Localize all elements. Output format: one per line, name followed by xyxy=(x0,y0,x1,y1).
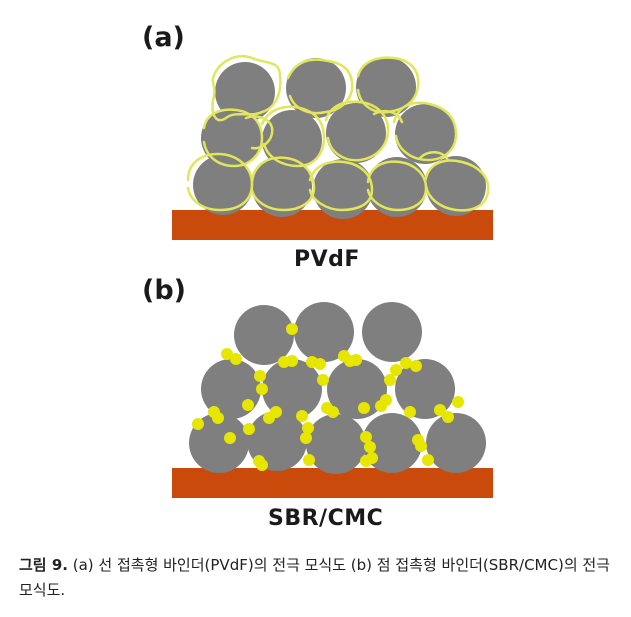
panel-b-electrode xyxy=(172,302,493,498)
active-particle xyxy=(294,302,354,362)
binder-point xyxy=(338,350,350,362)
binder-line xyxy=(324,100,390,162)
binder-point xyxy=(300,432,312,444)
binder-point xyxy=(212,412,224,424)
panel-a-electrode xyxy=(172,55,493,240)
active-particle xyxy=(193,155,253,215)
binder-line xyxy=(186,152,254,212)
binder-point xyxy=(442,411,454,423)
binder-point xyxy=(415,440,427,452)
binder-point xyxy=(286,355,298,367)
binder-point xyxy=(360,455,372,467)
binder-point xyxy=(410,360,422,372)
active-particle xyxy=(262,110,322,170)
active-particle xyxy=(215,62,275,122)
binder-point xyxy=(230,353,242,365)
binder-point xyxy=(243,423,255,435)
particles-a xyxy=(193,57,486,219)
active-particle xyxy=(356,57,416,117)
binder-point xyxy=(327,406,339,418)
binder-point xyxy=(224,432,236,444)
binder-point xyxy=(302,422,314,434)
particles-b xyxy=(189,302,486,474)
binder-line xyxy=(308,160,374,212)
binder-line xyxy=(211,55,282,122)
binder-point xyxy=(434,404,446,416)
binder-point xyxy=(270,406,282,418)
binder-point xyxy=(358,402,370,414)
binder-point xyxy=(364,441,376,453)
active-particle xyxy=(286,58,346,118)
binder-points-sbr-cmc xyxy=(192,323,464,471)
binder-point xyxy=(296,410,308,422)
binder-line xyxy=(418,151,450,162)
binder-point xyxy=(404,406,416,418)
figure-number: 그림 9. xyxy=(19,556,68,574)
active-particle xyxy=(262,359,322,419)
active-particle xyxy=(234,305,294,365)
binder-line xyxy=(392,101,458,162)
binder-point xyxy=(221,348,233,360)
binder-line xyxy=(250,156,316,212)
binder-point xyxy=(256,459,268,471)
active-particle xyxy=(313,159,373,219)
binder-point xyxy=(256,383,268,395)
binder-point xyxy=(350,354,362,366)
binder-line xyxy=(372,110,404,124)
binder-line xyxy=(260,105,326,168)
binder-point xyxy=(390,364,402,376)
figure-caption: 그림 9. (a) 선 접촉형 바인더(PVdF)의 전극 모식도 (b) 점 … xyxy=(19,553,619,603)
active-particle xyxy=(426,156,486,216)
active-particle xyxy=(189,413,249,473)
binder-point xyxy=(400,357,412,369)
active-particle xyxy=(252,157,312,217)
binder-line xyxy=(202,108,264,168)
binder-point xyxy=(360,431,372,443)
active-particle xyxy=(326,103,386,163)
binder-point xyxy=(380,394,392,406)
panel-a-label: (a) xyxy=(142,22,185,53)
binder-point xyxy=(452,396,464,408)
active-particle xyxy=(306,414,366,474)
active-particle xyxy=(367,157,427,217)
binder-point xyxy=(384,374,396,386)
binder-point xyxy=(192,418,204,430)
sbr-cmc-label: SBR/CMC xyxy=(268,506,384,531)
binder-lines-pvdf xyxy=(186,55,490,212)
binder-line xyxy=(356,56,420,114)
binder-point xyxy=(422,454,434,466)
active-particle xyxy=(327,359,387,419)
binder-point xyxy=(242,399,254,411)
binder-point xyxy=(286,323,298,335)
binder-point xyxy=(306,356,318,368)
pvdf-label: PVdF xyxy=(294,247,360,272)
caption-text: (a) 선 접촉형 바인더(PVdF)의 전극 모식도 (b) 점 접촉형 바인… xyxy=(19,556,610,599)
binder-point xyxy=(254,370,266,382)
binder-point xyxy=(317,374,329,386)
active-particle xyxy=(426,413,486,473)
active-particle xyxy=(395,104,455,164)
binder-point xyxy=(303,454,315,466)
binder-line xyxy=(244,115,274,150)
panel-b-label: (b) xyxy=(142,275,187,306)
active-particle xyxy=(362,302,422,362)
